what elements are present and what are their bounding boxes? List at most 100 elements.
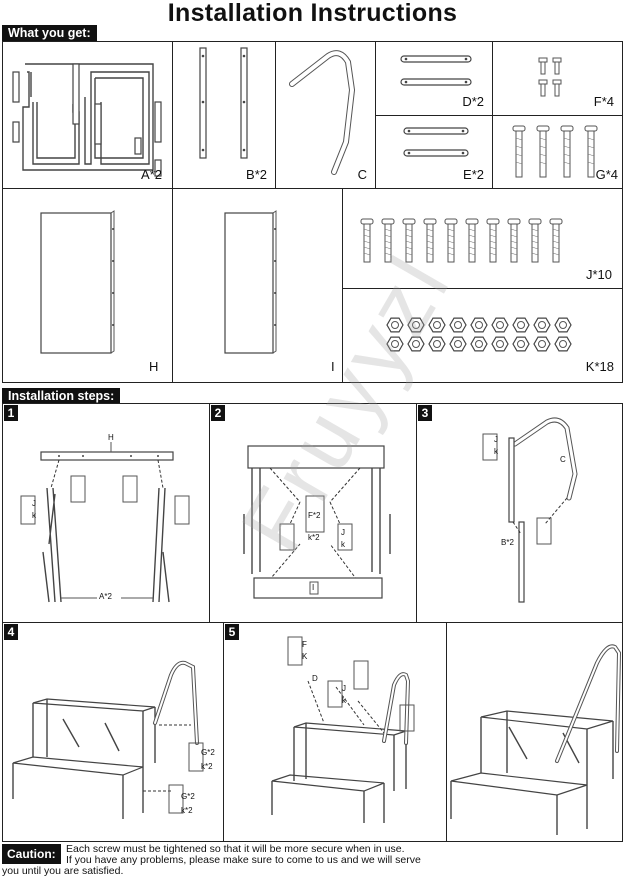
nut-k-icon	[386, 317, 404, 333]
step3-label-c: C	[560, 455, 566, 464]
step3-label-k: k	[494, 447, 498, 456]
part-cell-c: C	[275, 41, 376, 189]
part-cell-a: A*2	[2, 41, 173, 189]
nut-k-icon	[512, 317, 530, 333]
screw-j-icon	[423, 218, 437, 263]
bracket-a-icon	[12, 63, 162, 177]
part-cell-d: D*2	[375, 41, 493, 116]
step-number-2: 2	[211, 405, 225, 421]
screw-j-icon	[549, 218, 563, 263]
screw-j-icon	[381, 218, 395, 263]
step5-label-d: D	[312, 674, 318, 683]
step-1-panel: 1 H A*2 J k	[2, 403, 210, 623]
part-label-k: K*18	[585, 359, 614, 374]
part-cell-h: H	[2, 188, 173, 383]
board-h-icon	[40, 210, 115, 354]
part-label-d: D*2	[462, 94, 484, 109]
caution-line-3: you until you are satisfied.	[2, 865, 124, 877]
part-cell-k: K*18	[342, 288, 623, 383]
screw-j-icon	[465, 218, 479, 263]
step-number-5: 5	[225, 624, 239, 640]
nut-k-icon	[449, 336, 467, 352]
bolt-g-icon	[512, 125, 598, 178]
step4-label-g2: G*2	[181, 792, 195, 801]
page-title: Installation Instructions	[167, 0, 458, 27]
handrail-c-icon	[289, 50, 356, 175]
steps-header: Installation steps:	[2, 388, 121, 406]
caution-label: Caution:	[2, 844, 61, 864]
assembled-step-icon	[450, 644, 622, 835]
step-5-panel: 5 F K D J k	[223, 622, 447, 842]
nut-k-icon	[386, 336, 404, 352]
rail-b-icon	[199, 47, 248, 159]
nut-k-icon	[554, 317, 572, 333]
screw-j-icon	[360, 218, 374, 263]
nut-k-icon	[470, 317, 488, 333]
step3-label-j: J	[494, 435, 498, 444]
final-assembly-panel	[446, 622, 623, 842]
part-cell-i: I	[172, 188, 343, 383]
nut-k-icon	[512, 336, 530, 352]
step2-label-k: k	[341, 540, 345, 549]
step4-label-k: k*2	[201, 762, 213, 771]
bar-d-icon	[400, 55, 472, 86]
nut-k-icon	[533, 336, 551, 352]
part-cell-e: E*2	[375, 115, 493, 189]
nut-k-icon	[470, 336, 488, 352]
part-cell-f: F*4	[492, 41, 623, 116]
step2-label-f: F*2	[308, 511, 321, 520]
caution-line-1: Each screw must be tightened so that it …	[66, 843, 405, 855]
step1-label-h: H	[108, 433, 114, 442]
screw-j-icon	[444, 218, 458, 263]
nut-k-icon	[386, 317, 572, 352]
part-cell-g: G*4	[492, 115, 623, 189]
step-5-diagram	[271, 636, 415, 823]
parts-header: What you get:	[2, 25, 97, 43]
step5-label-j: J	[342, 684, 346, 693]
nut-k-icon	[428, 336, 446, 352]
step2-label-k2: k*2	[308, 533, 320, 542]
step-3-panel: 3 J k C B*2	[416, 403, 623, 623]
part-cell-b: B*2	[172, 41, 276, 189]
step-3-diagram	[482, 417, 578, 603]
step4-label-g: G*2	[201, 748, 215, 757]
step5-label-k: K	[302, 652, 308, 661]
step5-label-k2: k	[342, 696, 346, 705]
part-label-a: A*2	[141, 167, 162, 182]
step5-label-f: F	[302, 640, 307, 649]
nut-k-icon	[491, 336, 509, 352]
step1-label-j: J	[32, 499, 36, 508]
bar-e-icon	[403, 127, 469, 157]
step-4-panel: 4 G*2 k*2 G*2 k*2	[2, 622, 224, 842]
board-i-icon	[224, 210, 277, 354]
nut-k-icon	[491, 317, 509, 333]
part-label-j: J*10	[585, 267, 612, 282]
part-label-g: G*4	[595, 167, 618, 182]
nut-k-icon	[449, 317, 467, 333]
nut-k-icon	[533, 317, 551, 333]
caution-line-2: If you have any problems, please make su…	[66, 854, 421, 866]
step-4-diagram	[12, 660, 204, 819]
step-number-1: 1	[4, 405, 18, 421]
part-label-h: H	[149, 359, 159, 374]
part-label-i: I	[331, 359, 335, 374]
screw-f-icon	[538, 57, 562, 97]
part-label-f: F*4	[593, 94, 614, 109]
screw-j-icon	[507, 218, 521, 263]
part-label-c: C	[357, 167, 367, 182]
step1-label-a: A*2	[99, 592, 112, 601]
step-2-diagram	[243, 445, 391, 599]
part-label-e: E*2	[463, 167, 484, 182]
step-number-4: 4	[4, 624, 18, 640]
step3-label-b: B*2	[501, 538, 514, 547]
nut-k-icon	[554, 336, 572, 352]
step1-label-k: k	[32, 511, 36, 520]
step4-label-k2: k*2	[181, 806, 193, 815]
step-2-panel: 2 F*2 k*2 J k I	[209, 403, 417, 623]
screw-j-icon	[528, 218, 542, 263]
step2-label-i: I	[312, 583, 315, 592]
screw-j-icon	[360, 218, 563, 263]
screw-j-icon	[486, 218, 500, 263]
part-label-b: B*2	[246, 167, 267, 182]
step2-label-j: J	[341, 528, 345, 537]
